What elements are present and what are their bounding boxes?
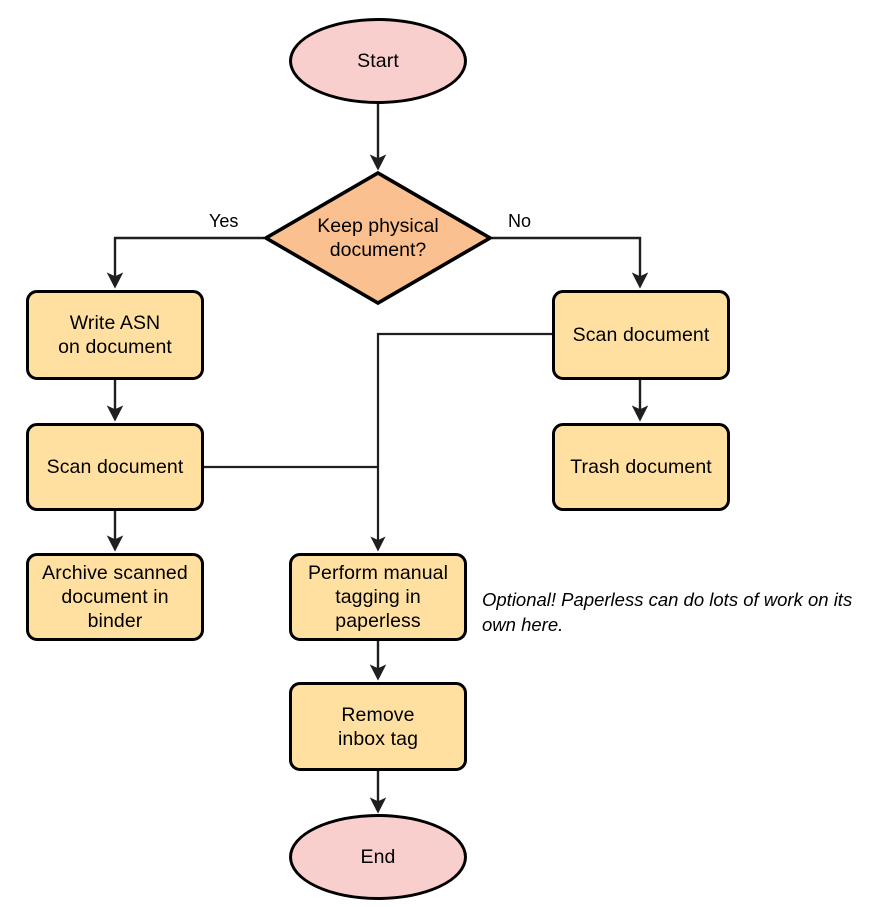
node-archive-in-binder-label: Archive scanned document in binder — [42, 562, 188, 632]
node-start-label: Start — [357, 50, 399, 72]
node-trash-document[interactable]: Trash document — [552, 423, 730, 511]
decision-diamond-shape — [263, 170, 493, 306]
edge-decision-no-to-scan-right — [492, 236, 649, 289]
node-scan-document-left[interactable]: Scan document — [26, 423, 204, 511]
node-decision-label: Keep physical document? — [317, 215, 439, 261]
node-write-asn[interactable]: Write ASN on document — [26, 290, 204, 380]
node-write-asn-label: Write ASN on document — [58, 312, 172, 358]
node-remove-inbox-tag[interactable]: Remove inbox tag — [289, 682, 467, 771]
node-end[interactable]: End — [289, 814, 467, 900]
note-optional: Optional! Paperless can do lots of work … — [482, 589, 853, 635]
edge-label-yes: Yes — [209, 211, 239, 231]
node-end-label: End — [360, 846, 396, 868]
node-manual-tagging-label: Perform manual tagging in paperless — [307, 562, 449, 632]
node-start[interactable]: Start — [289, 18, 467, 104]
node-archive-in-binder[interactable]: Archive scanned document in binder — [26, 553, 204, 641]
node-scan-document-left-label: Scan document — [46, 456, 184, 478]
edge-decision-yes-to-write-asn — [106, 236, 264, 289]
node-manual-tagging[interactable]: Perform manual tagging in paperless — [289, 553, 467, 641]
node-scan-document-right-label: Scan document — [572, 324, 710, 346]
node-scan-document-right[interactable]: Scan document — [552, 290, 730, 380]
edge-label-no: No — [508, 211, 532, 231]
node-remove-inbox-tag-label: Remove inbox tag — [337, 703, 419, 750]
node-decision[interactable]: Keep physical document? — [263, 170, 493, 306]
edge-scan-right-to-tagging — [370, 332, 552, 552]
node-trash-document-label: Trash document — [570, 456, 712, 478]
